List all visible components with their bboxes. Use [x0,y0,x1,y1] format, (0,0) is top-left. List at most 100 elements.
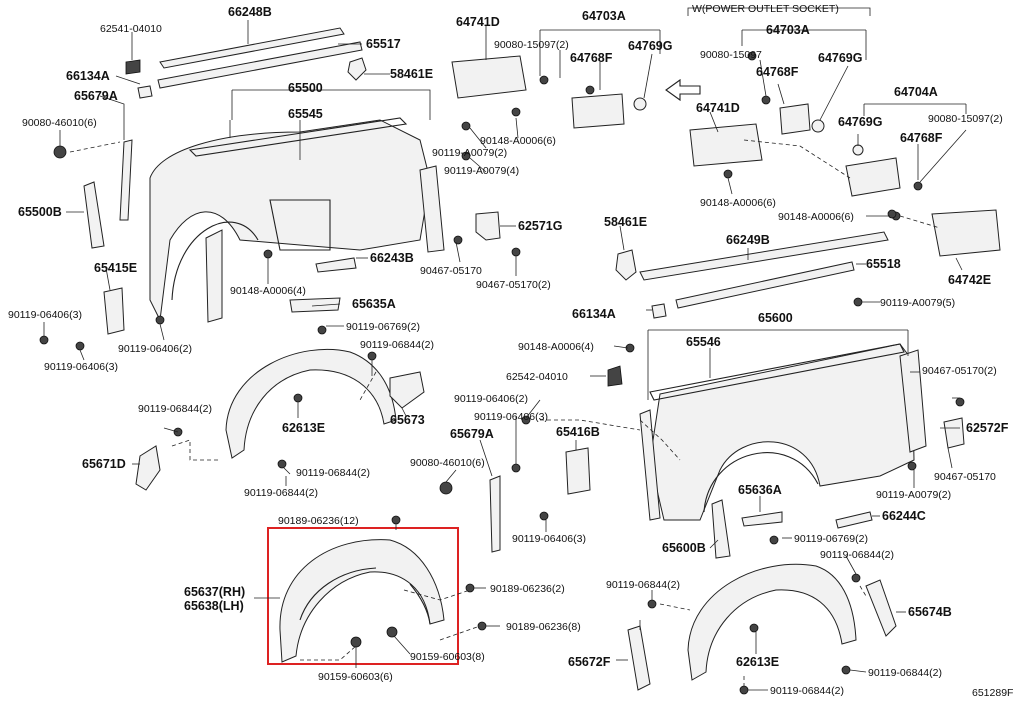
label-62571g: 62571G [518,219,562,233]
socket-64741d-b [689,123,763,167]
label-90148-a0006-4a: 90148-A0006(4) [230,285,306,297]
rail-65518 [675,261,855,309]
bed-rail-65545 [188,117,408,157]
label-65500b: 65500B [18,205,62,219]
bolt-icon [851,573,861,583]
label-90119-06406-3b: 90119-06406(3) [44,361,118,373]
label-90119-06844-2c: 90119-06844(2) [296,467,370,479]
screw-64768f-a [585,85,595,95]
label-90148-a0006-6b: 90148-A0006(6) [700,197,776,209]
label-90119-06406-3c: 90119-06406(3) [474,411,548,423]
socket-64742e [931,209,1001,257]
fender-liner-right [687,563,857,681]
arrow-left-icon [665,78,701,102]
label-64742e: 64742E [948,273,991,287]
liner-rib-2 [409,583,431,625]
label-90467-05170-2b: 90467-05170(2) [922,365,997,377]
bracket-62572f [943,417,965,449]
bolt-icon [439,481,453,495]
label-90080-15097-2c: 90080-15097(2) [928,113,1003,125]
bolt-icon [277,459,287,469]
wheel-arch-right [703,452,819,513]
bolt-icon [53,145,67,159]
bolt-icon [841,665,851,675]
label-90467-05170-a: 90467-05170 [420,265,482,277]
label-62541-04010: 62541-04010 [100,23,162,35]
label-66249b: 66249B [726,233,770,247]
bed-side-65600 [649,343,915,521]
label-90189-06236-8: 90189-06236(8) [506,621,581,633]
label-90080-15097-2a: 90080-15097(2) [494,39,569,51]
bracket-right-of-65500 [419,165,445,253]
label-62613e-b: 62613E [736,655,779,669]
label-64768f-a: 64768F [570,51,613,65]
strip-66243b [315,257,357,273]
label-90159-60603-6: 90159-60603(6) [318,671,393,683]
bolt-icon [749,623,759,633]
bolt-icon [263,249,273,259]
bolt-icon [75,341,85,351]
bolt-icon [539,75,549,85]
label-90148-a0006-6a: 90148-A0006(6) [480,135,556,147]
label-90467-05170-b: 90467-05170 [934,471,996,483]
bolt-icon [391,515,401,525]
label-90119-06844-2e: 90119-06844(2) [820,549,894,561]
part-labels: 66248B 62541-04010 65517 66134A 58461E 6… [8,5,1013,699]
label-64703a-a: 64703A [582,9,626,23]
plate-64704a [845,157,901,197]
label-64741d-b: 64741D [696,101,740,115]
bolt-icon [769,535,779,545]
label-65416b: 65416B [556,425,600,439]
cap-64769g-a [633,97,647,111]
label-64741d-a: 64741D [456,15,500,29]
label-66134a-l: 66134A [66,69,110,83]
label-65600: 65600 [758,311,793,325]
power-outlet-note: W(POWER OUTLET SOCKET) [692,3,839,15]
label-90119-a0079-2: 90119-A0079(2) [432,147,507,159]
label-65546: 65546 [686,335,721,349]
label-65517: 65517 [366,37,401,51]
bolt-icon [887,209,897,219]
label-64769g-b: 64769G [818,51,862,65]
bolt-icon [647,599,657,609]
flap-65672f [627,625,651,691]
flap-65416b [565,447,591,495]
label-65674b: 65674B [908,605,952,619]
bolt-icon [317,325,327,335]
bolt-icon [461,121,471,131]
bolt-icon [955,397,965,407]
bolt-icon [511,463,521,473]
edge-strip-right [639,409,661,521]
cap-64769g-b [811,119,825,133]
bracket-65636a [741,511,783,527]
liner-rib-1 [299,567,377,621]
label-65636a: 65636A [738,483,782,497]
label-64768f-b: 64768F [756,65,799,79]
strip-65679a-mid [489,475,501,553]
label-65637-rh: 65637(RH) [184,585,245,599]
label-90080-46010-l: 90080-46010(6) [22,117,97,129]
label-65679a-mid: 65679A [450,427,494,441]
label-90119-a0079-4: 90119-A0079(4) [444,165,519,177]
flap-65674b [865,579,897,637]
label-65679a-top: 65679A [74,89,118,103]
label-64704a: 64704A [894,85,938,99]
label-90119-a0079-5: 90119-A0079(5) [880,297,955,309]
label-90119-06844-2f: 90119-06844(2) [606,579,680,591]
label-90119-06844-2a: 90119-06844(2) [360,339,434,351]
clip-58461e-r [615,249,637,281]
label-90119-06844-2b: 90119-06844(2) [138,403,212,415]
label-62613e-a: 62613E [282,421,325,435]
bolt-icon [453,235,463,245]
label-90119-06406-2a: 90119-06406(2) [118,343,192,355]
strip-65679a-top [119,139,133,221]
label-64769g-a: 64769G [628,39,672,53]
label-90119-06406-2b: 90119-06406(2) [454,393,528,405]
label-90467-05170-2a: 90467-05170(2) [476,279,551,291]
label-66244c: 66244C [882,509,926,523]
bolt-icon [39,335,49,345]
bolt-icon [723,169,733,179]
label-90148-a0006-6c: 90148-A0006(6) [778,211,854,223]
label-90080-15097-b: 90080-15097 [700,49,762,61]
